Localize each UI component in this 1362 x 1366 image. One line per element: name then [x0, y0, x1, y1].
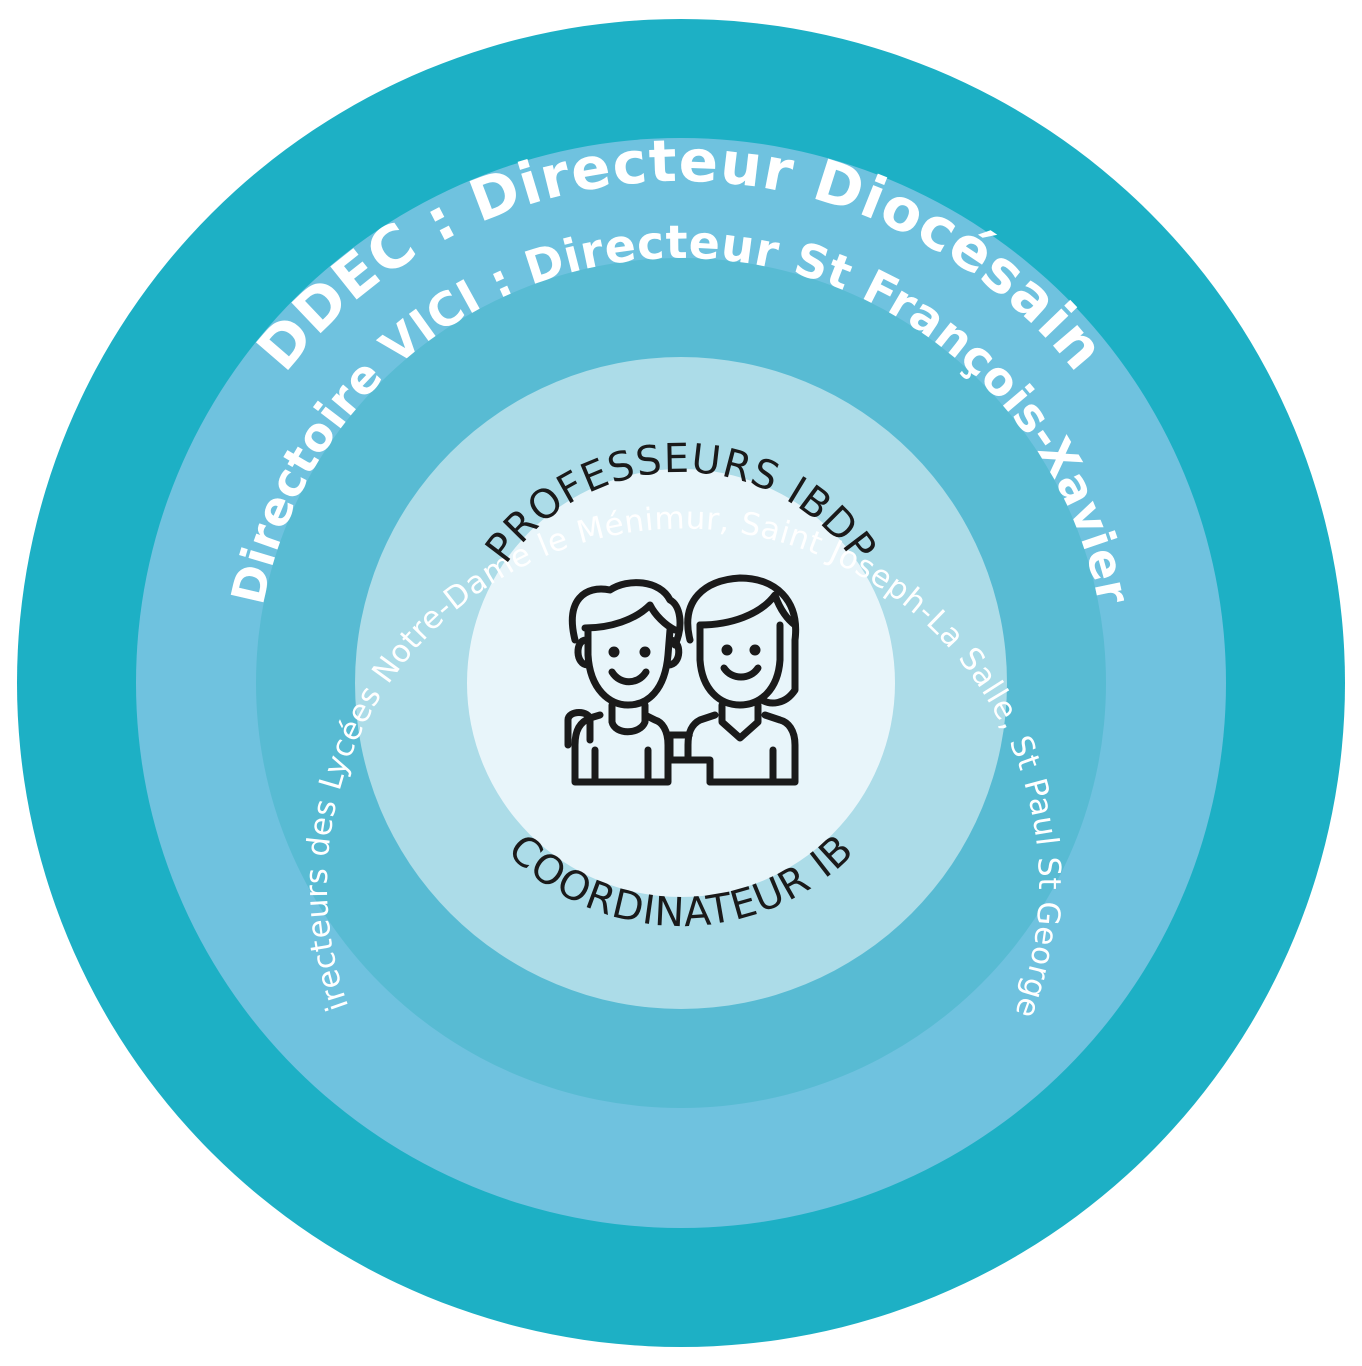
center-circle	[467, 469, 895, 897]
teachers-icon	[564, 574, 800, 786]
